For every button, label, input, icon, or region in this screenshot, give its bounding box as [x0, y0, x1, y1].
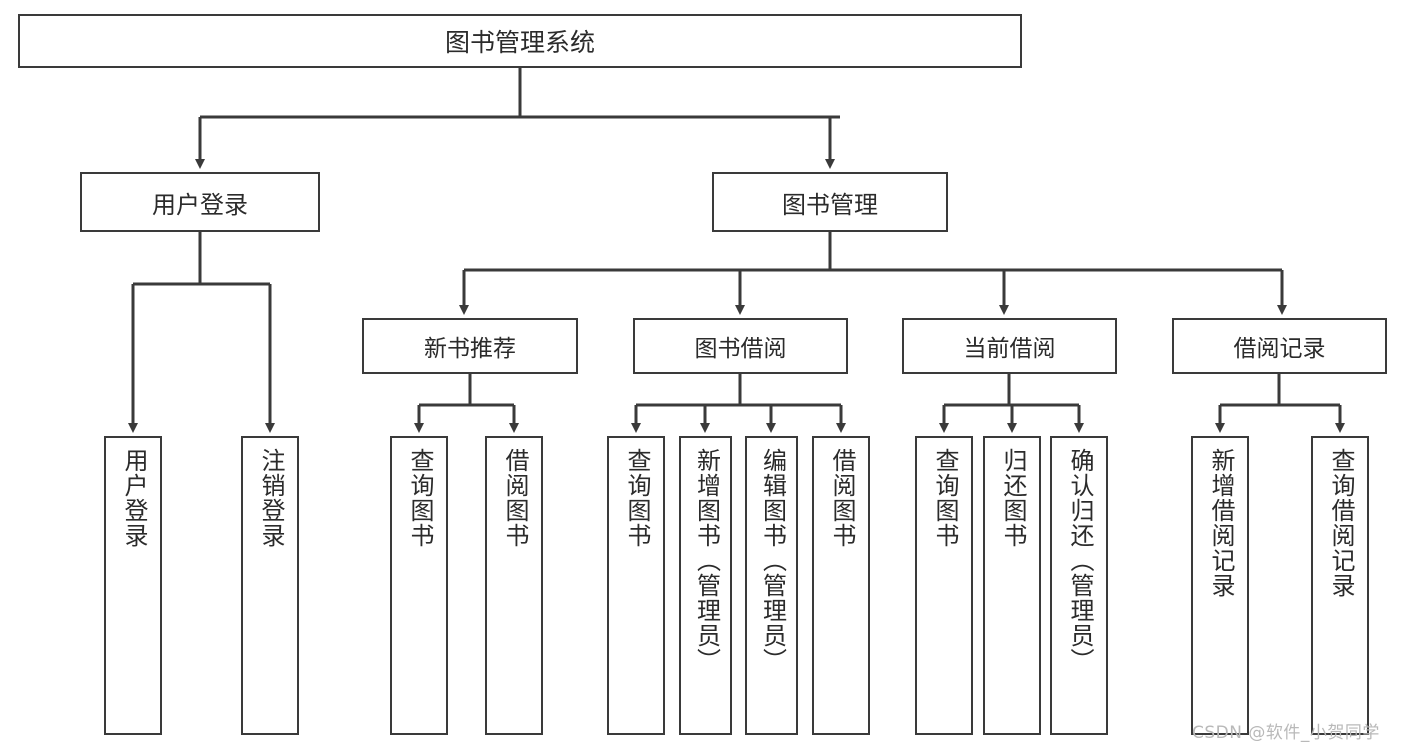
leaf-query-borrow-record[interactable]: 查询借阅记录: [1311, 436, 1369, 735]
leaf-label: 查询图书: [405, 448, 434, 548]
leaf-label: 编辑图书（管理员）: [758, 448, 787, 673]
leaf-label: 查询图书: [622, 448, 651, 548]
leaf-query-book-current[interactable]: 查询图书: [915, 436, 973, 735]
leaf-label: 确认归还（管理员）: [1065, 448, 1094, 673]
node-current-borrow[interactable]: 当前借阅: [902, 318, 1117, 374]
node-book-management[interactable]: 图书管理: [712, 172, 948, 232]
leaf-borrow-book-rec[interactable]: 借阅图书: [485, 436, 543, 735]
node-root-system[interactable]: 图书管理系统: [18, 14, 1022, 68]
leaf-confirm-return-admin[interactable]: 确认归还（管理员）: [1050, 436, 1108, 735]
leaf-label: 借阅图书: [500, 448, 529, 548]
leaf-add-borrow-record[interactable]: 新增借阅记录: [1191, 436, 1249, 735]
leaf-query-book-borrow[interactable]: 查询图书: [607, 436, 665, 735]
leaf-label: 借阅图书: [827, 448, 856, 548]
leaf-user-login[interactable]: 用户登录: [104, 436, 162, 735]
node-new-book-recommend-label: 新书推荐: [424, 336, 516, 362]
node-current-borrow-label: 当前借阅: [963, 336, 1056, 362]
leaf-add-book-admin[interactable]: 新增图书（管理员）: [679, 436, 732, 735]
node-book-management-label: 图书管理: [782, 190, 878, 219]
leaf-label: 查询借阅记录: [1326, 448, 1355, 598]
leaf-label: 新增借阅记录: [1206, 448, 1235, 598]
leaf-label: 归还图书: [998, 448, 1027, 548]
leaf-return-book[interactable]: 归还图书: [983, 436, 1041, 735]
leaf-query-book-rec[interactable]: 查询图书: [390, 436, 448, 735]
leaf-label: 注销登录: [256, 448, 285, 548]
leaf-label: 查询图书: [930, 448, 959, 548]
leaf-label: 新增图书（管理员）: [692, 448, 721, 673]
leaf-label: 用户登录: [119, 448, 148, 548]
leaf-logout[interactable]: 注销登录: [241, 436, 299, 735]
node-user-login[interactable]: 用户登录: [80, 172, 320, 232]
node-root-label: 图书管理系统: [444, 28, 595, 57]
node-borrow-record[interactable]: 借阅记录: [1172, 318, 1387, 374]
node-borrow-record-label: 借阅记录: [1233, 336, 1326, 362]
leaf-edit-book-admin[interactable]: 编辑图书（管理员）: [745, 436, 798, 735]
node-new-book-recommend[interactable]: 新书推荐: [362, 318, 578, 374]
node-user-login-label: 用户登录: [152, 190, 248, 219]
leaf-borrow-book[interactable]: 借阅图书: [812, 436, 870, 735]
watermark: CSDN @软件_小贺同学: [1192, 723, 1380, 743]
node-book-borrow[interactable]: 图书借阅: [633, 318, 848, 374]
node-book-borrow-label: 图书借阅: [694, 336, 787, 362]
